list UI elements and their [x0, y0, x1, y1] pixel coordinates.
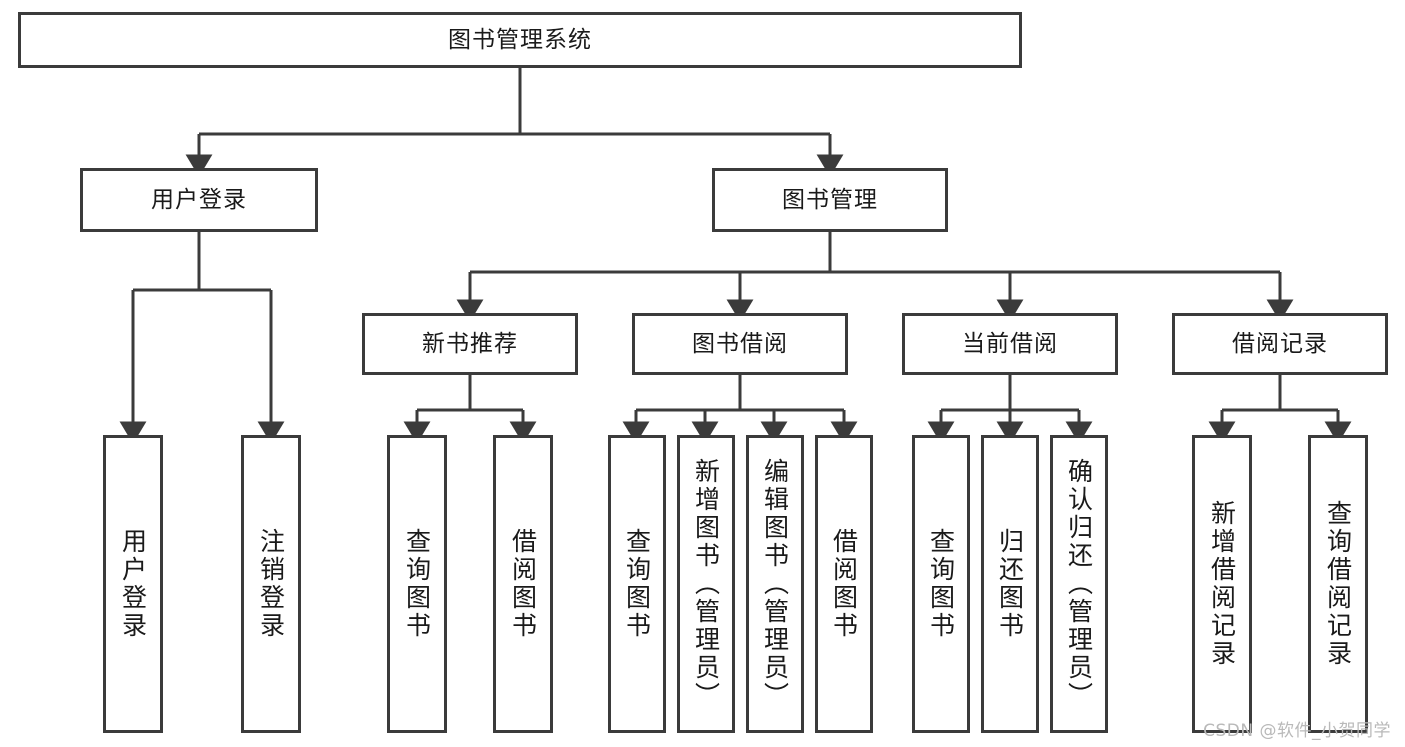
leaf-user-login[interactable]: 用户登录 — [103, 435, 163, 733]
node-book-borrow[interactable]: 图书借阅 — [632, 313, 848, 375]
leaf-newbook-query-book[interactable]: 查询图书 — [387, 435, 447, 733]
leaf-record-query-record[interactable]: 查询借阅记录 — [1308, 435, 1368, 733]
node-user-login[interactable]: 用户登录 — [80, 168, 318, 232]
csdn-watermark: CSDN @软件_小贺同学 — [1203, 721, 1391, 741]
node-borrow-record-label: 借阅记录 — [1232, 330, 1328, 357]
leaf-borrow-add-book-label: 新增图书（管理员） — [691, 458, 721, 710]
leaf-newbook-borrow-book[interactable]: 借阅图书 — [493, 435, 553, 733]
leaf-logout[interactable]: 注销登录 — [241, 435, 301, 733]
leaf-borrow-add-book[interactable]: 新增图书（管理员） — [677, 435, 735, 733]
leaf-current-confirm-return[interactable]: 确认归还（管理员） — [1050, 435, 1108, 733]
leaf-current-query-book[interactable]: 查询图书 — [912, 435, 970, 733]
leaf-record-query-record-label: 查询借阅记录 — [1323, 500, 1353, 668]
leaf-borrow-query-book[interactable]: 查询图书 — [608, 435, 666, 733]
leaf-borrow-query-book-label: 查询图书 — [622, 528, 652, 640]
node-current-borrow-label: 当前借阅 — [962, 330, 1058, 357]
node-root[interactable]: 图书管理系统 — [18, 12, 1022, 68]
leaf-current-confirm-return-label: 确认归还（管理员） — [1064, 458, 1094, 710]
leaf-record-add-record[interactable]: 新增借阅记录 — [1192, 435, 1252, 733]
leaf-current-return-book[interactable]: 归还图书 — [981, 435, 1039, 733]
leaf-current-query-book-label: 查询图书 — [926, 528, 956, 640]
leaf-borrow-edit-book-label: 编辑图书（管理员） — [760, 458, 790, 710]
node-book-management-label: 图书管理 — [782, 186, 878, 213]
leaf-borrow-borrow-book-label: 借阅图书 — [829, 528, 859, 640]
node-borrow-record[interactable]: 借阅记录 — [1172, 313, 1388, 375]
leaf-user-login-label: 用户登录 — [118, 528, 148, 640]
leaf-record-add-record-label: 新增借阅记录 — [1207, 500, 1237, 668]
node-book-borrow-label: 图书借阅 — [692, 330, 788, 357]
node-new-book-recommend-label: 新书推荐 — [422, 330, 518, 357]
leaf-borrow-edit-book[interactable]: 编辑图书（管理员） — [746, 435, 804, 733]
leaf-logout-label: 注销登录 — [256, 528, 286, 640]
node-new-book-recommend[interactable]: 新书推荐 — [362, 313, 578, 375]
leaf-newbook-query-book-label: 查询图书 — [402, 528, 432, 640]
node-root-label: 图书管理系统 — [448, 26, 592, 53]
leaf-borrow-borrow-book[interactable]: 借阅图书 — [815, 435, 873, 733]
leaf-current-return-book-label: 归还图书 — [995, 528, 1025, 640]
node-current-borrow[interactable]: 当前借阅 — [902, 313, 1118, 375]
leaf-newbook-borrow-book-label: 借阅图书 — [508, 528, 538, 640]
node-user-login-label: 用户登录 — [151, 186, 247, 213]
node-book-management[interactable]: 图书管理 — [712, 168, 948, 232]
